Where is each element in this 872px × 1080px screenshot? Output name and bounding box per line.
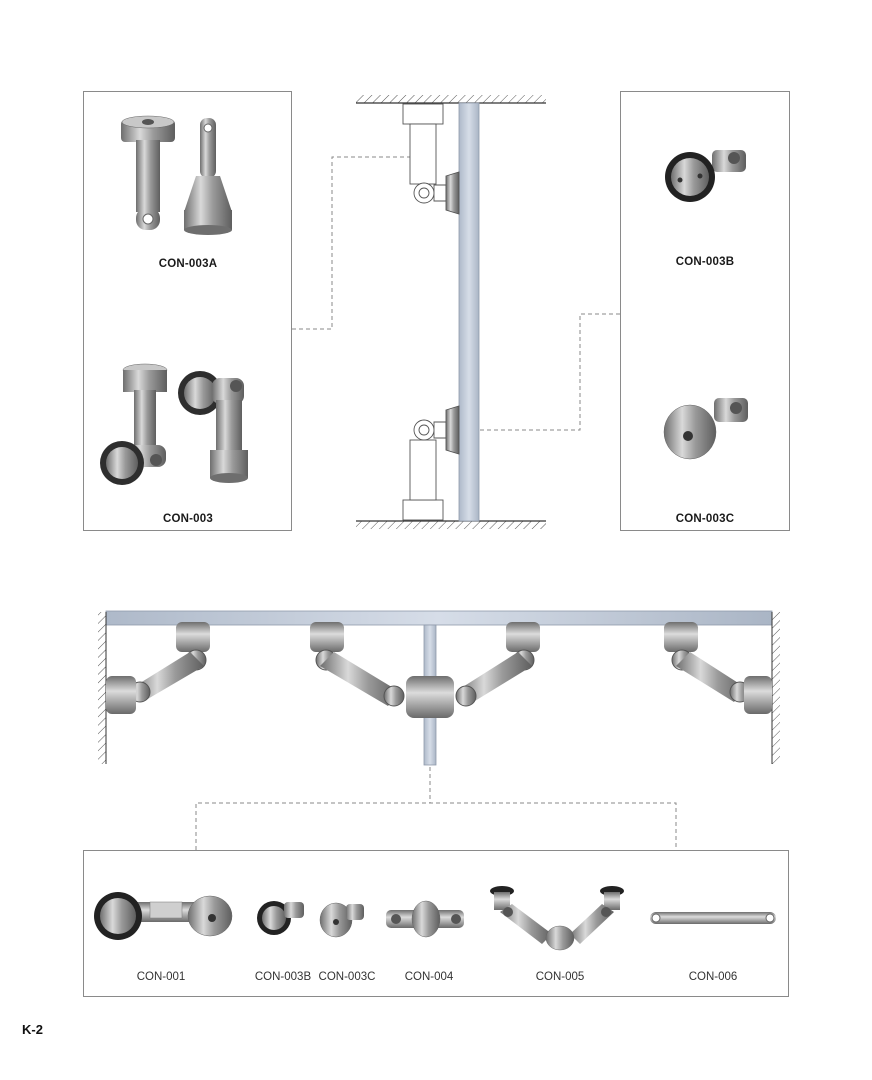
con-003-fitting-icon [100, 363, 248, 485]
plan-fitting-left [106, 622, 210, 714]
page-number: K-2 [22, 1022, 43, 1037]
label-con-001: CON-001 [136, 971, 186, 983]
con-001-fitting-icon [94, 892, 233, 940]
con-005-fitting-icon [490, 886, 624, 951]
dashed-connector-right [468, 313, 620, 431]
label-con-003c-small: CON-003C [318, 971, 376, 983]
plan-fitting-center-left [310, 622, 454, 718]
label-con-003c: CON-003C [675, 513, 735, 525]
label-con-003: CON-003 [163, 513, 213, 525]
label-con-003a: CON-003A [158, 258, 218, 270]
con-006-fitting-icon [650, 912, 776, 924]
dashed-connector-bottom [195, 767, 677, 850]
plan-fitting-right [664, 622, 772, 714]
plan-fitting-center-right [455, 622, 540, 707]
label-con-006: CON-006 [688, 971, 738, 983]
con-003c-small-icon [319, 902, 364, 938]
label-con-005: CON-005 [535, 971, 585, 983]
dashed-connector-left [292, 156, 430, 330]
con-003b-small-icon [257, 901, 304, 935]
label-con-003b-small: CON-003B [254, 971, 312, 983]
con-003c-fitting-icon [663, 398, 748, 460]
con-003a-fitting-icon [121, 115, 232, 235]
label-con-003b: CON-003B [675, 256, 735, 268]
con-003b-fitting-icon [665, 150, 746, 202]
con-004-fitting-icon [386, 900, 464, 938]
elevation-drawing [356, 95, 546, 529]
label-con-004: CON-004 [404, 971, 454, 983]
